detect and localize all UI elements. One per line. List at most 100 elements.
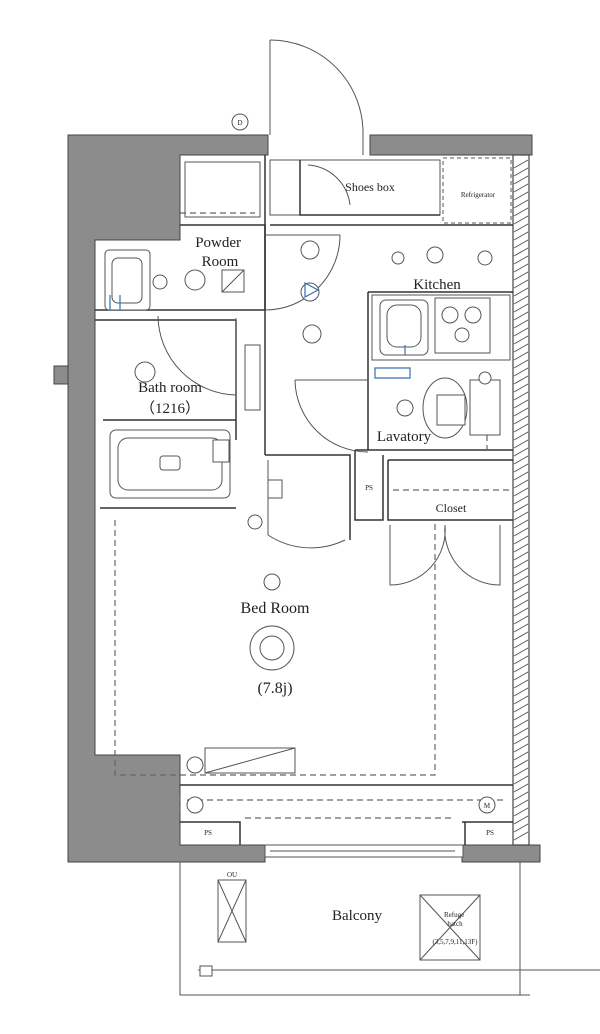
- hatch-line: [513, 239, 529, 249]
- hatch-line: [513, 719, 529, 729]
- hatch-line: [513, 543, 529, 553]
- hatch-line: [513, 247, 529, 257]
- hatch-line: [513, 703, 529, 713]
- balcony-label: Balcony: [332, 908, 382, 924]
- svg-text:M: M: [484, 802, 491, 810]
- hatch-line: [513, 367, 529, 377]
- hatch-line: [513, 455, 529, 465]
- hatch-line: [513, 303, 529, 313]
- hatch-line: [513, 287, 529, 297]
- hatch-line: [513, 519, 529, 529]
- hatch-line: [513, 807, 529, 817]
- refuge-hatch-label: Refuge hatch: [444, 911, 466, 928]
- hatch-line: [513, 319, 529, 329]
- hatch-line: [513, 335, 529, 345]
- hatch-line: [513, 711, 529, 721]
- hatch-line: [513, 495, 529, 505]
- hatch-line: [513, 623, 529, 633]
- hatch-line: [513, 687, 529, 697]
- lavatory-outlet-symbol: [478, 371, 492, 385]
- shoes-box-label: Shoes box: [345, 180, 395, 194]
- hatch-line: [513, 655, 529, 665]
- hatch-line: [513, 615, 529, 625]
- hatch-line: [513, 471, 529, 481]
- bed-room-label: Bed Room: [241, 600, 310, 617]
- hatch-line: [513, 327, 529, 337]
- ps-closet-label: PS: [365, 484, 373, 492]
- fixtures: [104, 161, 600, 996]
- right-wall-hatching: [513, 159, 529, 841]
- hatch-line: [513, 631, 529, 641]
- hatch-line: [513, 791, 529, 801]
- hatch-line: [513, 575, 529, 585]
- refuge-floors-label: (3,5,7,9,11,13F): [432, 938, 478, 946]
- hatch-line: [513, 447, 529, 457]
- hatch-line: [513, 527, 529, 537]
- powder-room-label: Powder Room: [195, 235, 245, 270]
- hatch-line: [513, 583, 529, 593]
- hatch-line: [513, 223, 529, 233]
- lavatory-label: Lavatory: [377, 429, 432, 445]
- hatch-line: [513, 263, 529, 273]
- hatch-line: [513, 359, 529, 369]
- hatch-line: [513, 783, 529, 793]
- hatch-line: [513, 255, 529, 265]
- hatch-line: [513, 487, 529, 497]
- hatch-line: [513, 271, 529, 281]
- hatch-line: [513, 759, 529, 769]
- utility-symbols: [109, 281, 411, 761]
- hatch-line: [513, 559, 529, 569]
- hatch-line: [513, 279, 529, 289]
- hatch-line: [513, 159, 529, 169]
- hatch-line: [513, 463, 529, 473]
- hatch-line: [513, 199, 529, 209]
- hatch-line: [513, 399, 529, 409]
- hatch-line: [513, 823, 529, 833]
- hatch-line: [513, 439, 529, 449]
- hatch-line: [513, 799, 529, 809]
- svg-text:D: D: [237, 119, 242, 127]
- outdoor-unit-label: OU: [227, 871, 237, 879]
- hatch-line: [513, 215, 529, 225]
- hatch-line: [513, 423, 529, 433]
- bath-size-label: （1216）: [140, 400, 200, 417]
- hatch-line: [513, 695, 529, 705]
- hatch-line: [513, 607, 529, 617]
- bed-size-label: (7.8j): [257, 680, 292, 697]
- hatch-line: [513, 231, 529, 241]
- hatch-line: [513, 647, 529, 657]
- bedroom-outlet-symbol: [186, 756, 204, 774]
- hatch-line: [513, 167, 529, 177]
- hatch-line: [513, 295, 529, 305]
- hatch-line: [513, 479, 529, 489]
- hatch-line: [513, 383, 529, 393]
- hatch-line: [513, 639, 529, 649]
- hall-outlet-symbol: [247, 514, 263, 530]
- hatch-line: [513, 591, 529, 601]
- hatch-line: [513, 743, 529, 753]
- hatch-line: [513, 767, 529, 777]
- interior-walls: [95, 155, 513, 845]
- hatch-line: [513, 183, 529, 193]
- hatch-line: [513, 351, 529, 361]
- doors: [157, 39, 501, 858]
- hatch-line: [513, 191, 529, 201]
- hatch-line: [513, 375, 529, 385]
- hatch-line: [513, 599, 529, 609]
- hatch-line: [513, 831, 529, 841]
- hatch-line: [513, 503, 529, 513]
- hatch-line: [513, 175, 529, 185]
- hatch-line: [513, 415, 529, 425]
- hatch-line: [513, 815, 529, 825]
- exterior-walls: [53, 134, 541, 863]
- hatch-line: [513, 671, 529, 681]
- kitchen-label: Kitchen: [413, 277, 461, 293]
- refrigerator-label: Refrigerator: [461, 191, 496, 199]
- hatch-line: [513, 663, 529, 673]
- meter-marker: M: [478, 796, 496, 814]
- hatch-line: [513, 567, 529, 577]
- hatch-line: [513, 535, 529, 545]
- bath-room-label: Bath room: [138, 380, 202, 396]
- hatch-line: [513, 311, 529, 321]
